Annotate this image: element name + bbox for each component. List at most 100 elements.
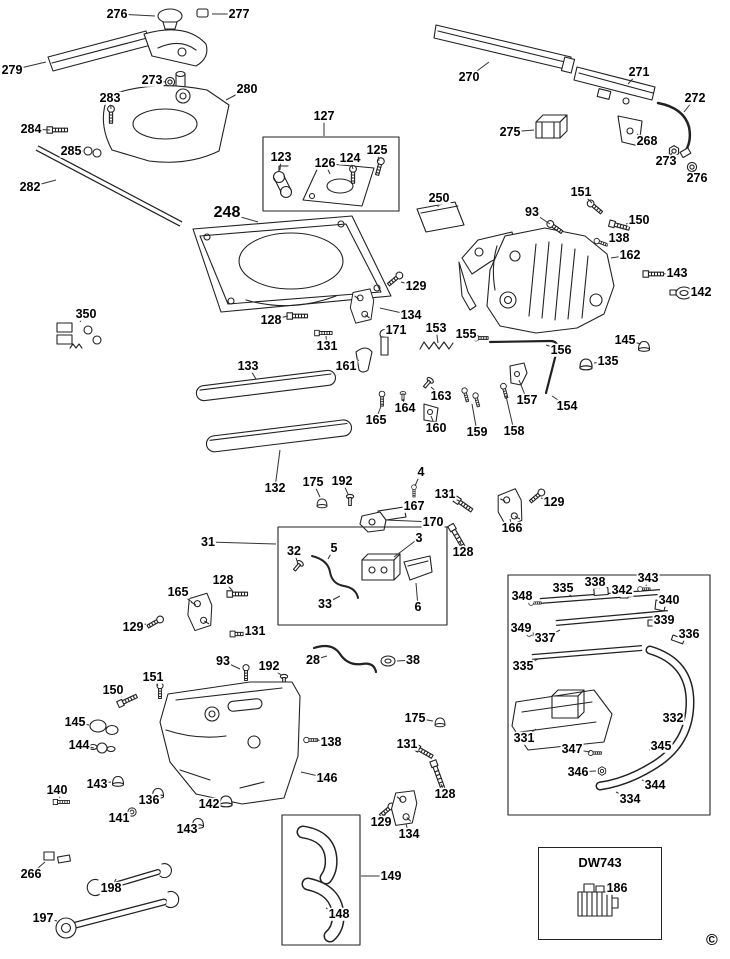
- part-label-282: 282: [18, 179, 42, 194]
- part-label-248: 248: [212, 204, 242, 221]
- group-box-149: [281, 814, 361, 946]
- part-label-164: 164: [393, 400, 417, 415]
- part-label-165: 165: [364, 412, 388, 427]
- part-161-handle-illustration: [355, 347, 373, 373]
- part-277-clip-illustration: [196, 8, 209, 18]
- part-label-250: 250: [427, 190, 451, 205]
- part-label-145: 145: [613, 332, 637, 347]
- part-label-162: 162: [618, 247, 642, 262]
- part-label-157: 157: [515, 392, 539, 407]
- part-label-159: 159: [465, 424, 489, 439]
- part-label-350: 350: [74, 306, 98, 321]
- part-label-5: 5: [329, 540, 339, 555]
- part-label-129: 129: [369, 814, 393, 829]
- part-label-145: 145: [63, 714, 87, 729]
- part-label-160: 160: [424, 420, 448, 435]
- part-146-bracket-illustration: [159, 681, 301, 805]
- part-label-151: 151: [569, 184, 593, 199]
- part-label-332: 332: [661, 710, 685, 725]
- part-label-158: 158: [502, 423, 526, 438]
- part-label-6: 6: [413, 599, 423, 614]
- part-label-150: 150: [627, 212, 651, 227]
- part-label-198: 198: [99, 880, 123, 895]
- part-label-161: 161: [334, 358, 358, 373]
- part-label-143: 143: [175, 821, 199, 836]
- part-144-wingnut-illustration: [88, 742, 116, 754]
- part-145-knobs-illustration: [89, 719, 119, 736]
- part-label-32: 32: [286, 543, 302, 558]
- part-282-rod-illustration: [35, 145, 183, 227]
- part-label-268: 268: [635, 133, 659, 148]
- part-275-block-illustration: [535, 114, 568, 139]
- part-label-131: 131: [433, 486, 457, 501]
- part-label-276: 276: [105, 6, 129, 21]
- part-6-wedge-illustration: [403, 555, 433, 581]
- part-label-186: 186: [605, 880, 629, 895]
- part-label-146: 146: [315, 770, 339, 785]
- part-label-134: 134: [399, 307, 423, 322]
- part-label-192: 192: [330, 473, 354, 488]
- part-label-156: 156: [549, 342, 573, 357]
- part-162-assembly-illustration: [458, 227, 615, 334]
- part-label-335: 335: [551, 580, 575, 595]
- part-label-3: 3: [414, 530, 424, 545]
- leader-line-31: [207, 541, 277, 545]
- part-153-spring-illustration: [419, 341, 454, 350]
- part-label-338: 338: [583, 574, 607, 589]
- part-label-28: 28: [305, 652, 321, 667]
- part-label-277: 277: [227, 6, 251, 21]
- part-label-138: 138: [319, 734, 343, 749]
- part-label-163: 163: [429, 388, 453, 403]
- part-label-153: 153: [424, 320, 448, 335]
- part-label-335: 335: [511, 658, 535, 673]
- part-label-283: 283: [98, 90, 122, 105]
- part-label-348: 348: [510, 588, 534, 603]
- part-label-4: 4: [416, 464, 426, 479]
- model-box: DW743: [538, 847, 662, 940]
- part-266-clip-illustration: [43, 851, 71, 864]
- part-38-grommet-illustration: [380, 655, 396, 667]
- part-label-340: 340: [657, 592, 681, 607]
- part-label-270: 270: [457, 69, 481, 84]
- part-272-rod-illustration: [656, 101, 692, 159]
- part-186-motor-illustration: [577, 883, 619, 917]
- part-label-273: 273: [654, 153, 678, 168]
- part-label-342: 342: [610, 582, 634, 597]
- part-label-143: 143: [665, 265, 689, 280]
- part-label-123: 123: [269, 149, 293, 164]
- copyright-symbol: ©: [706, 932, 718, 949]
- part-label-175: 175: [301, 474, 325, 489]
- part-197-wrench-illustration: [55, 890, 180, 939]
- part-label-136: 136: [137, 792, 161, 807]
- part-label-129: 129: [404, 278, 428, 293]
- part-label-142: 142: [689, 284, 713, 299]
- part-label-266: 266: [19, 866, 43, 881]
- part-label-143: 143: [85, 776, 109, 791]
- part-label-347: 347: [560, 741, 584, 756]
- part-label-131: 131: [243, 623, 267, 638]
- part-label-345: 345: [649, 738, 673, 753]
- part-label-151: 151: [141, 669, 165, 684]
- part-label-93: 93: [215, 653, 231, 668]
- part-350-clips-illustration: [56, 322, 102, 349]
- part-label-125: 125: [365, 142, 389, 157]
- part-5-wire-illustration: [311, 555, 359, 599]
- part-label-150: 150: [101, 682, 125, 697]
- part-label-276: 276: [685, 170, 709, 185]
- part-label-339: 339: [652, 612, 676, 627]
- group-box-127: [262, 136, 400, 212]
- part-label-129: 129: [121, 619, 145, 634]
- part-label-134: 134: [397, 826, 421, 841]
- part-132-tube-illustration: [205, 419, 353, 453]
- part-276-knob-illustration: [157, 8, 183, 30]
- part-126-plate-illustration: [302, 162, 375, 207]
- part-label-167: 167: [402, 498, 426, 513]
- part-133-tube-illustration: [195, 369, 337, 402]
- part-label-149: 149: [379, 868, 403, 883]
- part-label-337: 337: [533, 630, 557, 645]
- part-label-124: 124: [338, 150, 362, 165]
- part-label-132: 132: [263, 480, 287, 495]
- part-label-272: 272: [683, 90, 707, 105]
- part-label-171: 171: [384, 322, 408, 337]
